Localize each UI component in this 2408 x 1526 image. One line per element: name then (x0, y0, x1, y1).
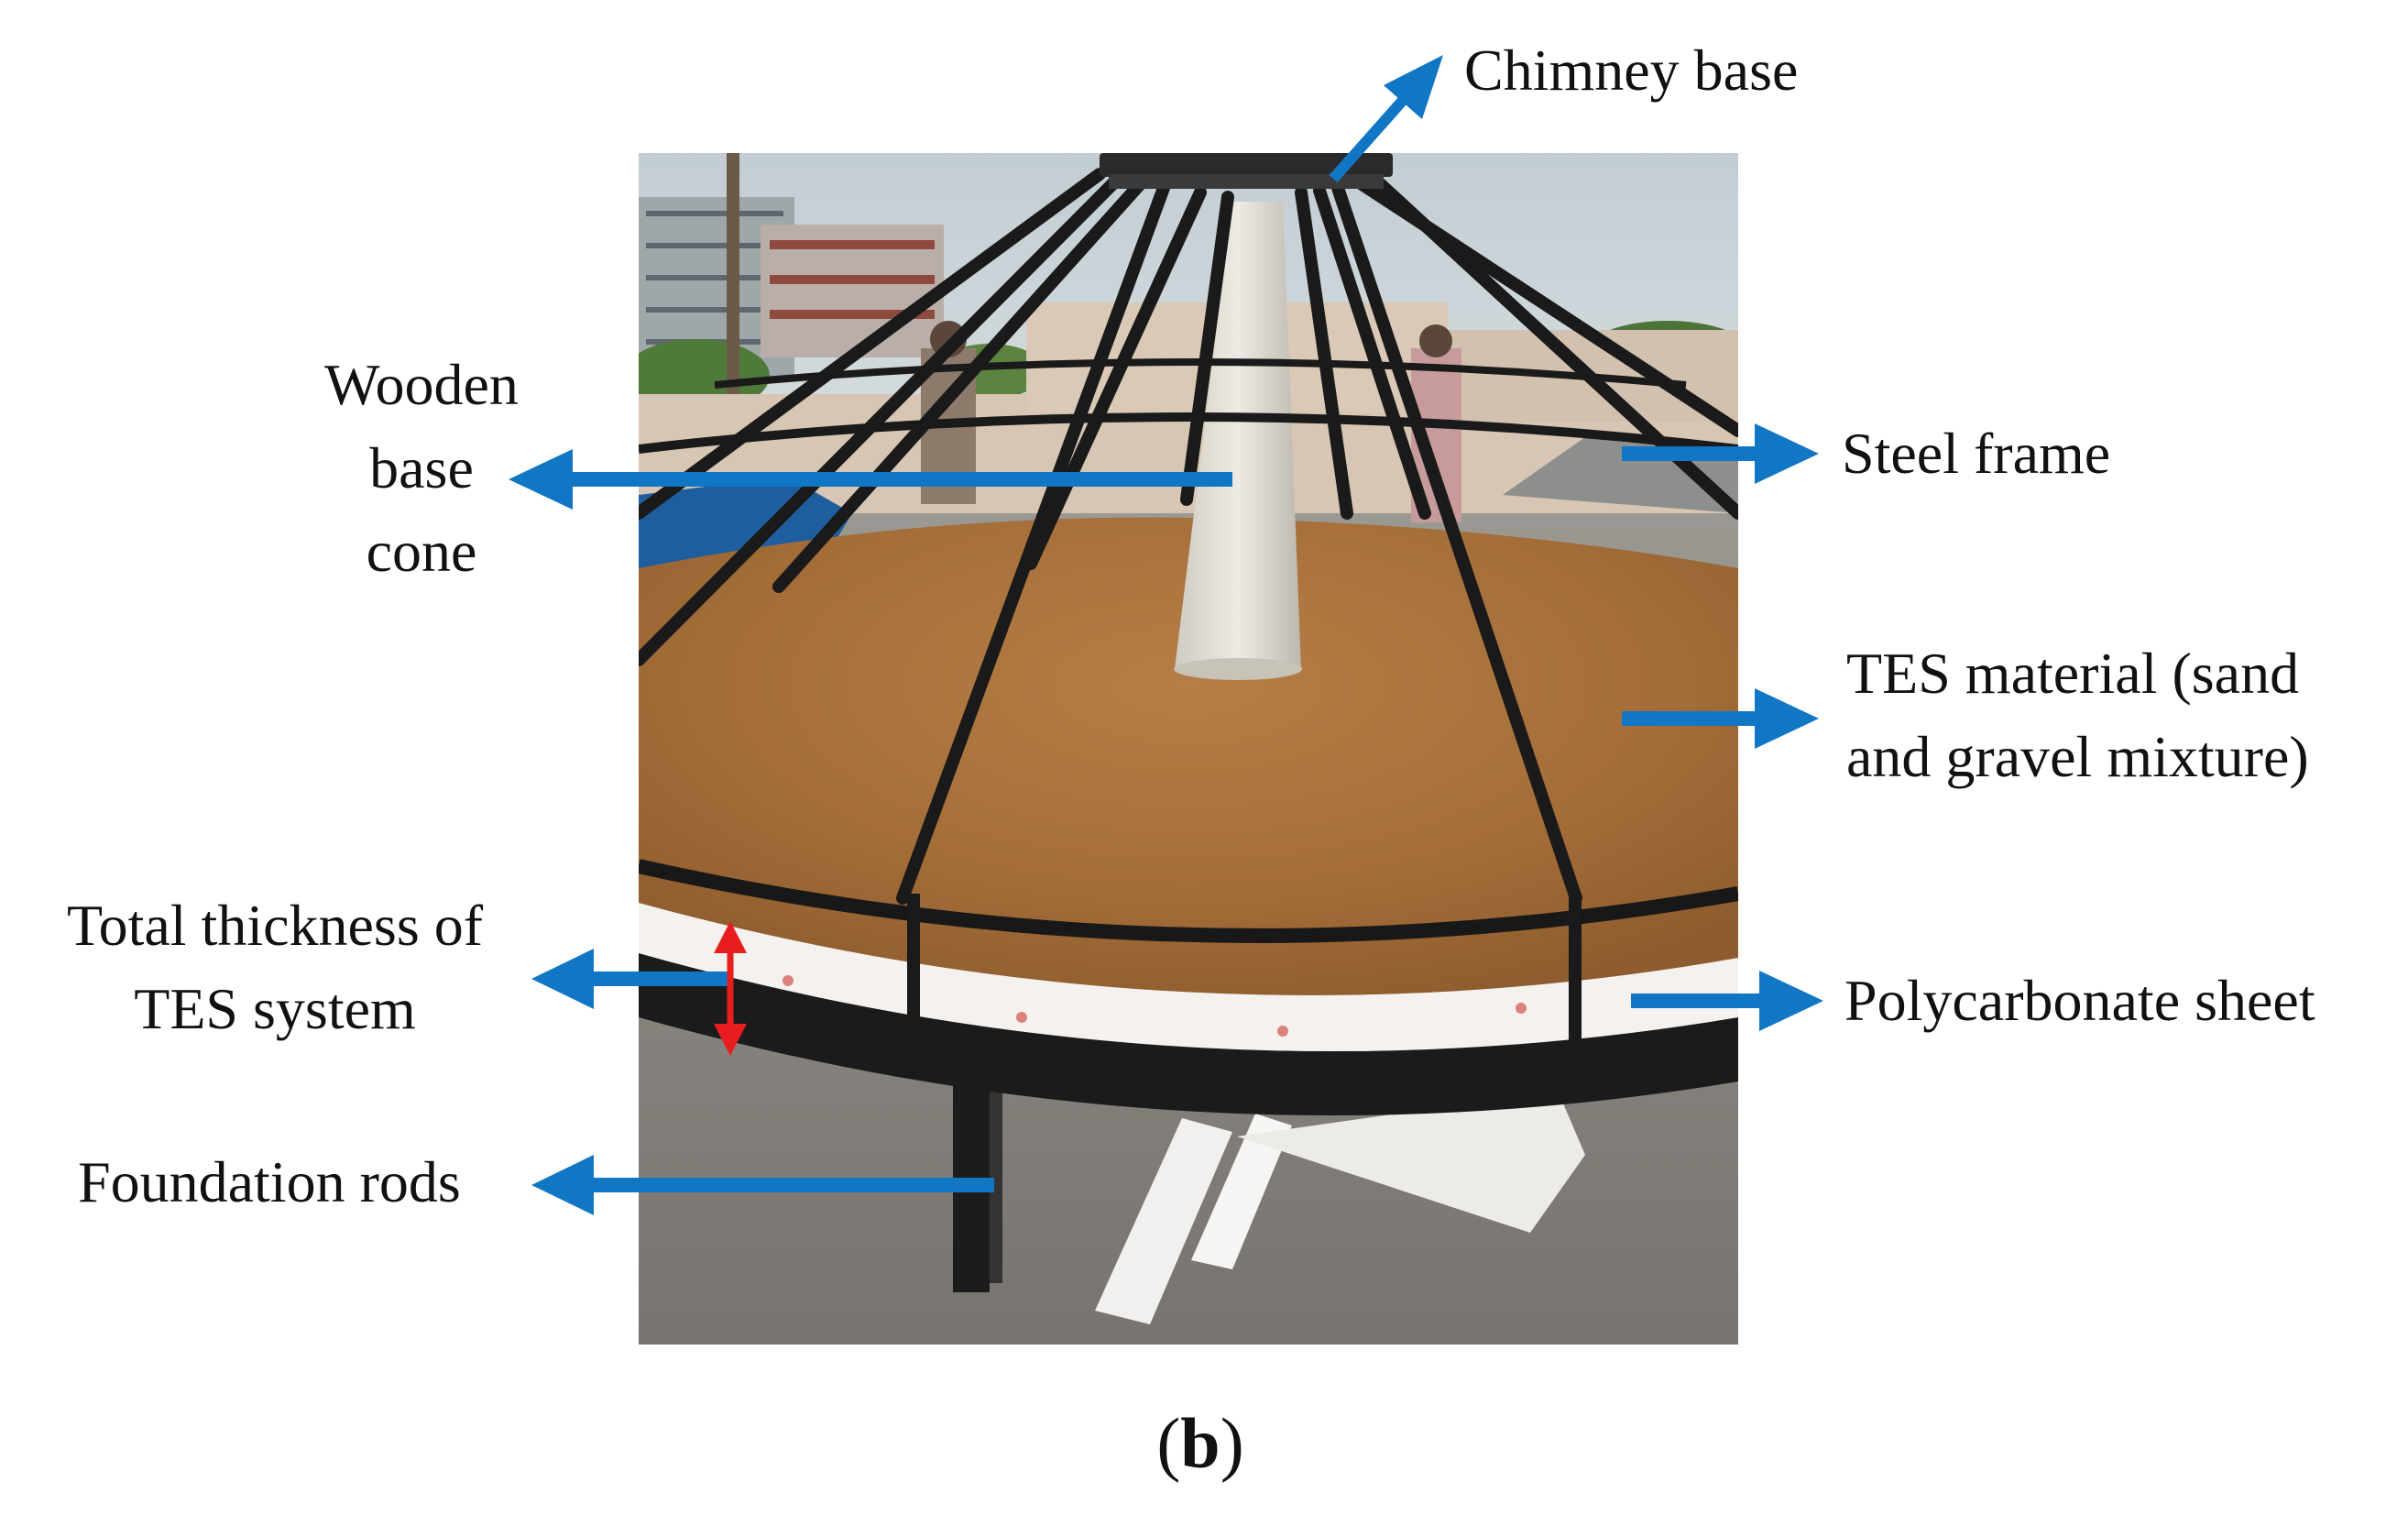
label-total-thickness-line2: TES system (134, 975, 416, 1041)
label-wooden-base-cone: Wooden base cone (284, 344, 559, 594)
label-total-thickness: Total thickness of TES system (27, 884, 522, 1051)
arrow-tes-material (1622, 688, 1819, 749)
label-tes-material: TES material (sand and gravel mixture) (1846, 632, 2309, 799)
arrow-polycarbonate-sheet (1631, 971, 1823, 1031)
label-chimney-base: Chimney base (1464, 38, 1799, 103)
label-wooden-base-cone-line3: cone (366, 518, 477, 584)
label-total-thickness-line1: Total thickness of (66, 893, 484, 958)
figure-caption: (b) (1081, 1402, 1319, 1485)
caption-close-paren: ) (1220, 1403, 1244, 1483)
arrow-foundation-rods (531, 1155, 994, 1215)
arrow-total-thickness (531, 949, 728, 1009)
arrow-steel-frame (1622, 423, 1819, 484)
label-wooden-base-cone-line1: Wooden (324, 352, 519, 417)
label-wooden-base-cone-line2: base (369, 434, 474, 500)
caption-open-paren: ( (1156, 1403, 1181, 1483)
caption-letter: b (1180, 1403, 1220, 1483)
label-tes-material-line1: TES material (sand (1846, 641, 2300, 706)
label-tes-material-line2: and gravel mixture) (1846, 723, 2309, 789)
label-steel-frame: Steel frame (1842, 421, 2111, 486)
arrow-chimney-base (1329, 55, 1443, 182)
label-foundation-rods: Foundation rods (78, 1149, 461, 1214)
thickness-double-arrow (714, 921, 747, 1056)
arrow-wooden-base-cone (509, 449, 1232, 510)
label-polycarbonate-sheet: Polycarbonate sheet (1844, 968, 2315, 1033)
